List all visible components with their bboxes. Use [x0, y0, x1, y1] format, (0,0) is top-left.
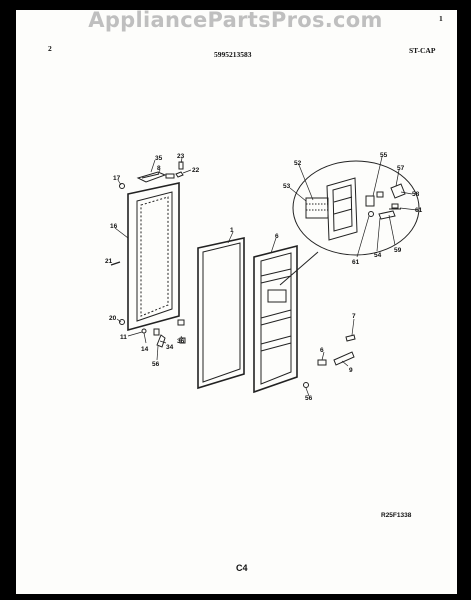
- callout-label: 34: [166, 344, 174, 351]
- door-liner: [253, 244, 319, 394]
- header-right-code: ST-CAP: [409, 46, 436, 55]
- figure-code: R25F1338: [381, 512, 412, 519]
- top-hinge-parts: [136, 161, 184, 183]
- callout-label: 21: [105, 258, 113, 265]
- callout-label: 35: [155, 155, 163, 162]
- lower-hardware: [303, 334, 356, 388]
- door-gasket: [127, 182, 180, 332]
- callout-label: 58: [412, 191, 420, 198]
- callout-label: 59: [394, 247, 402, 254]
- callout-label: 56: [305, 395, 313, 402]
- callout-label: 8: [157, 165, 161, 172]
- callout-label: 52: [294, 160, 302, 167]
- parts-diagram-sheet: [16, 10, 457, 594]
- detail-circle: [292, 160, 420, 256]
- page-code: C4: [236, 563, 248, 573]
- leader-lines: [114, 156, 418, 397]
- callout-label: 23: [177, 153, 185, 160]
- callout-label: 20: [109, 315, 117, 322]
- door-panel: [197, 237, 245, 390]
- header-corner-number: 1: [439, 14, 443, 23]
- callout-label: 61: [415, 207, 423, 214]
- callout-label: 16: [110, 223, 118, 230]
- callout-label: 57: [397, 165, 405, 172]
- callout-label: 14: [141, 346, 149, 353]
- callout-labels: 35 23 8 22 17 16 21 20 11 14 34 56 36 1 …: [105, 152, 423, 402]
- callout-label: 1: [230, 227, 234, 234]
- callout-label: 55: [380, 152, 388, 159]
- callout-label: 6: [275, 233, 279, 240]
- callout-label: 6: [320, 347, 324, 354]
- callout-label: 17: [113, 175, 121, 182]
- left-screws: [110, 183, 186, 348]
- callout-label: 22: [192, 167, 200, 174]
- callout-label: 9: [349, 367, 353, 374]
- callout-label: 53: [283, 183, 291, 190]
- callout-label: 56: [152, 361, 160, 368]
- callout-label: 36: [177, 338, 185, 345]
- header-part-number: 5995213583: [214, 50, 252, 59]
- callout-label: 61: [352, 259, 360, 266]
- callout-label: 54: [374, 252, 382, 259]
- callout-label: 11: [120, 334, 127, 341]
- watermark: AppliancePartsPros.com: [88, 8, 383, 32]
- callout-label: 7: [352, 313, 356, 320]
- header-left-number: 2: [48, 44, 52, 53]
